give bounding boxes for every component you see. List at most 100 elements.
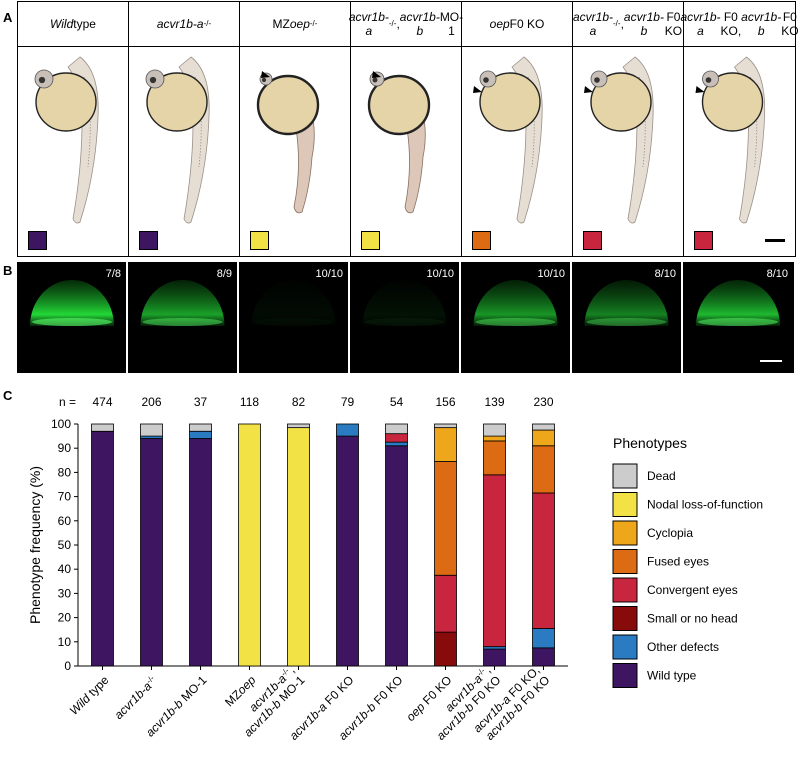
n-value: 206 xyxy=(141,395,161,409)
embryo-count-label: 8/10 xyxy=(766,268,788,280)
bar-segment xyxy=(336,435,359,667)
panel-label-c: C xyxy=(3,388,13,403)
embryo-count-label: 8/10 xyxy=(654,268,676,280)
genotype-label: acvr1b-a-/- xyxy=(129,2,239,47)
embryo-image xyxy=(584,56,654,224)
bar-segment xyxy=(532,429,555,447)
arrowhead-marker xyxy=(584,86,593,93)
bar-segment xyxy=(434,631,457,667)
phenotype-color-swatch xyxy=(472,231,491,250)
bar-segment xyxy=(189,438,212,667)
legend-entry: Small or no head xyxy=(612,606,738,631)
y-axis-title: Phenotype frequency (%) xyxy=(27,466,43,624)
legend-swatch xyxy=(612,492,638,517)
legend-label: Cyclopia xyxy=(647,526,693,540)
legend-label: Wild type xyxy=(647,669,697,683)
embryo-image xyxy=(695,56,766,224)
n-value: 118 xyxy=(240,395,259,409)
n-value: 139 xyxy=(484,395,504,409)
phenotype-color-swatch xyxy=(361,231,380,250)
y-tick-label: 80 xyxy=(58,465,72,479)
y-tick-label: 100 xyxy=(51,417,71,431)
bar-segment xyxy=(434,427,457,462)
y-tick-label: 40 xyxy=(58,562,72,576)
embryo-column-7: acvr1b-a F0 KO,acvr1b-b F0 KO xyxy=(680,2,798,256)
legend-label: Other defects xyxy=(647,640,719,654)
legend-title: Phenotypes xyxy=(613,435,687,451)
n-value: 474 xyxy=(92,395,112,409)
bar-segment xyxy=(483,423,506,437)
arrowhead-marker xyxy=(473,86,482,93)
bar-segment xyxy=(91,430,114,667)
panel-label-b: B xyxy=(3,263,13,278)
legend-entry: Wild type xyxy=(612,663,697,688)
y-tick-label: 50 xyxy=(58,538,72,552)
legend-entry: Fused eyes xyxy=(612,549,709,574)
bar-segment xyxy=(532,423,555,431)
bar-segment xyxy=(287,427,310,667)
bar-segment xyxy=(385,441,408,447)
svg-text:Wild type: Wild type xyxy=(67,673,112,718)
image-divider xyxy=(348,262,350,373)
legend-label: Nodal loss-of-function xyxy=(647,498,763,512)
embryo-count-label: 8/9 xyxy=(216,268,232,280)
n-value: 79 xyxy=(341,395,355,409)
phenotype-color-swatch xyxy=(250,231,269,250)
gfp-embryo-image: 10/10 xyxy=(238,262,349,373)
n-value: 156 xyxy=(435,395,455,409)
x-tick-label: Wild type xyxy=(67,673,112,718)
phenotype-color-swatch xyxy=(28,231,47,250)
svg-text:oep F0 KO: oep F0 KO xyxy=(404,673,455,724)
legend-entry: Other defects xyxy=(612,634,719,660)
bar-segment xyxy=(385,433,408,443)
bar-segment xyxy=(532,628,555,649)
bar-segment xyxy=(483,435,506,442)
bar-segment xyxy=(483,474,506,648)
legend-swatch xyxy=(612,663,638,688)
embryo-image xyxy=(473,56,543,224)
legend-entry: Nodal loss-of-function xyxy=(612,492,763,517)
bar-segment xyxy=(336,423,359,437)
bar-segment xyxy=(238,423,261,667)
svg-text:acvr1b-a-/-: acvr1b-a-/- xyxy=(111,673,160,722)
panel-b-fluorescence-images: 7/8 8/9 10/10 10/10 10/10 8/10 8/10 xyxy=(17,262,794,373)
legend-swatch xyxy=(612,634,638,660)
legend-swatch xyxy=(612,549,638,574)
y-tick-label: 30 xyxy=(58,586,72,600)
embryo-column-1: Wild type xyxy=(18,2,128,256)
gfp-embryo-image: 10/10 xyxy=(349,262,460,373)
phenotype-color-swatch xyxy=(694,231,713,250)
y-tick-label: 0 xyxy=(64,659,71,673)
bar-segment xyxy=(532,445,555,494)
embryo-count-label: 10/10 xyxy=(315,268,343,280)
embryo-count-label: 10/10 xyxy=(537,268,565,280)
legend-label: Fused eyes xyxy=(647,555,709,569)
embryo-image xyxy=(34,56,99,224)
embryo-column-2: acvr1b-a-/- xyxy=(128,2,239,256)
panel-label-a: A xyxy=(3,10,13,25)
embryo-column-5: oep F0 KO xyxy=(461,2,572,256)
n-label: n = xyxy=(59,395,76,409)
embryo-count-label: 7/8 xyxy=(105,268,121,280)
bar-segment xyxy=(483,440,506,476)
legend-entry: Convergent eyes xyxy=(612,577,738,603)
gfp-embryo-image: 7/8 xyxy=(17,262,127,373)
bar-segment xyxy=(140,423,163,437)
image-divider xyxy=(126,262,128,373)
scale-bar xyxy=(765,239,785,242)
arrowhead-marker xyxy=(261,71,270,78)
y-tick-label: 70 xyxy=(58,490,72,504)
scale-bar xyxy=(760,360,782,362)
bar-segment xyxy=(385,423,408,435)
image-divider xyxy=(570,262,572,373)
image-divider xyxy=(459,262,461,373)
y-tick-label: 60 xyxy=(58,514,72,528)
image-divider xyxy=(237,262,239,373)
arrowhead-marker xyxy=(372,71,381,78)
bar-segment xyxy=(532,492,555,629)
bar-segment xyxy=(532,647,555,667)
arrowhead-marker xyxy=(695,86,705,93)
